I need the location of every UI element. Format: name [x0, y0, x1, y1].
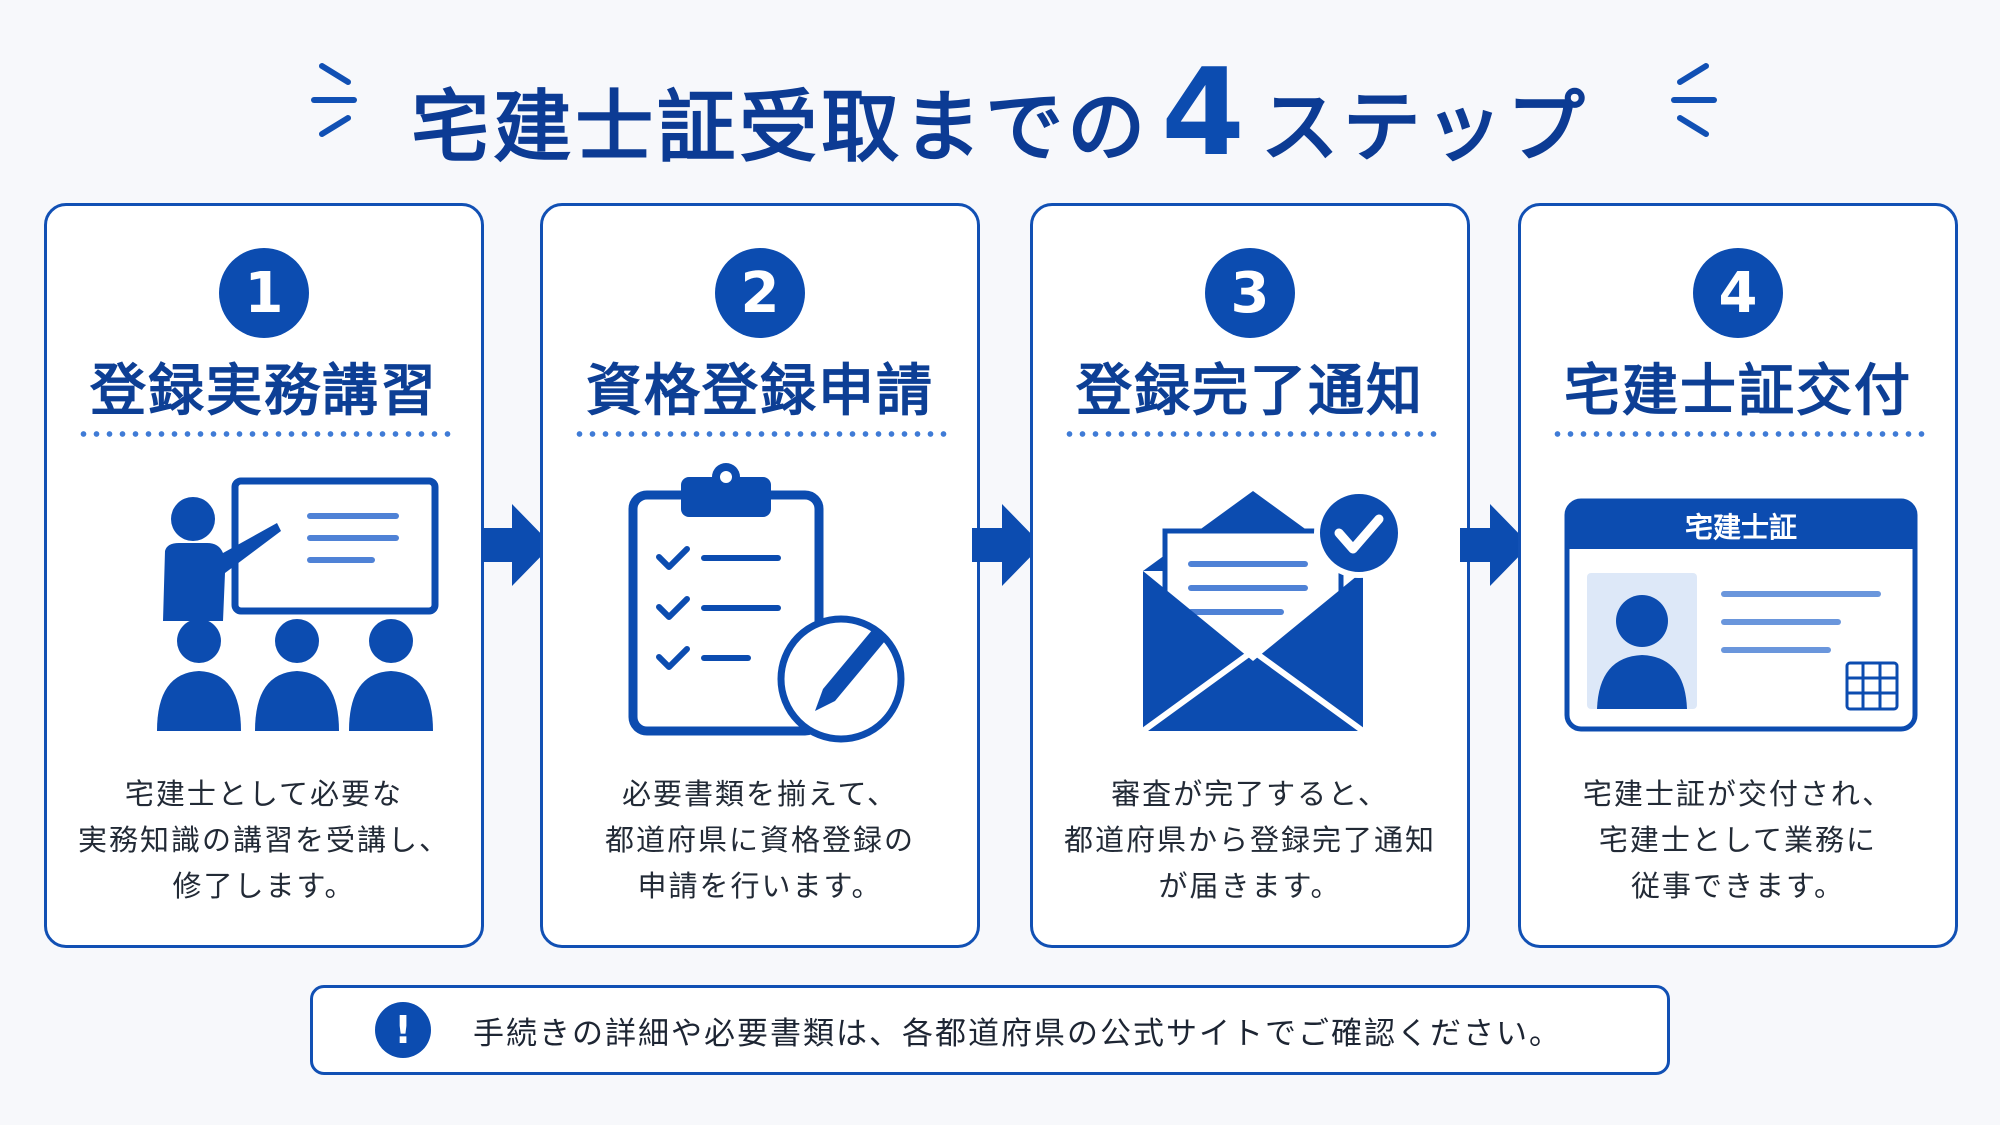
desc-line: 申請を行います。: [637, 869, 883, 903]
step-number-badge: 3: [1205, 248, 1295, 338]
step-number-badge: 1: [219, 248, 309, 338]
desc-line: 必要書類を揃えて、: [621, 777, 899, 811]
title-text: 宅建士証受取までの: [411, 82, 1150, 173]
step-description: 宅建士として必要な 実務知識の講習を受講し、 修了します。: [47, 771, 481, 909]
dotted-divider: [573, 431, 947, 437]
notice-text: 手続きの詳細や必要書類は、各都道府県の公式サイトでご確認ください。: [473, 1015, 1562, 1052]
step-number-badge: 4: [1693, 248, 1783, 338]
step-card-3: 3 登録完了通知 審査が完了すると、 都道府県から登録完了通知 が届きます。: [1030, 203, 1470, 948]
desc-line: 修了します。: [172, 869, 356, 903]
step-description: 宅建士証が交付され、 宅建士として業務に 従事できます。: [1521, 771, 1955, 909]
step-number-badge: 2: [715, 248, 805, 338]
arrow-right-icon: [972, 504, 1042, 586]
desc-line: が届きます。: [1158, 869, 1342, 903]
dotted-divider: [77, 431, 451, 437]
desc-line: 都道府県から登録完了通知: [1063, 823, 1436, 857]
step-card-1: 1 登録実務講習 宅建士として必要な 実務知識の講習を受講し、 修了します。: [44, 203, 484, 948]
step-title: 資格登録申請: [586, 359, 934, 424]
step-title: 宅建士証交付: [1564, 359, 1912, 424]
page-title: 宅建士証受取までの 4 ステップ: [0, 50, 2000, 180]
sparkle-right-icon: [1671, 63, 1717, 137]
desc-line: 都道府県に資格登録の: [604, 823, 915, 857]
step-card-2: 2 資格登録申請 必要書類を揃えて、 都道府県に資格登録の 申請を行います。: [540, 203, 980, 948]
desc-line: 実務知識の講習を受講し、: [77, 823, 450, 857]
title-number: 4: [1161, 43, 1249, 183]
dotted-divider: [1063, 431, 1437, 437]
sparkle-left-icon: [311, 63, 357, 137]
exclamation-icon: !: [375, 1002, 431, 1058]
desc-line: 審査が完了すると、: [1111, 777, 1389, 811]
step-description: 必要書類を揃えて、 都道府県に資格登録の 申請を行います。: [543, 771, 977, 909]
clipboard-pen-icon: [628, 463, 905, 743]
step-title: 登録完了通知: [1076, 359, 1424, 424]
envelope-check-icon: [1141, 488, 1404, 734]
step-description: 審査が完了すると、 都道府県から登録完了通知 が届きます。: [1033, 771, 1467, 909]
id-card-icon: 宅建士証: [1564, 498, 1918, 732]
lecture-icon: [157, 477, 439, 731]
arrow-right-icon: [1460, 504, 1530, 586]
step-title: 登録実務講習: [90, 359, 438, 424]
title-suffix: ステップ: [1260, 82, 1589, 173]
desc-line: 宅建士証が交付され、: [1582, 777, 1894, 811]
notice-box: ! 手続きの詳細や必要書類は、各都道府県の公式サイトでご確認ください。: [310, 985, 1670, 1075]
desc-line: 従事できます。: [1630, 869, 1846, 903]
card-label: 宅建士証: [1685, 511, 1797, 544]
step-card-4: 4 宅建士証交付 宅建士証 宅建士証が交付され、 宅建士として業務に 従事できま…: [1518, 203, 1958, 948]
desc-line: 宅建士として必要な: [124, 777, 404, 811]
dotted-divider: [1551, 431, 1925, 437]
arrow-right-icon: [482, 504, 552, 586]
desc-line: 宅建士として業務に: [1598, 823, 1878, 857]
